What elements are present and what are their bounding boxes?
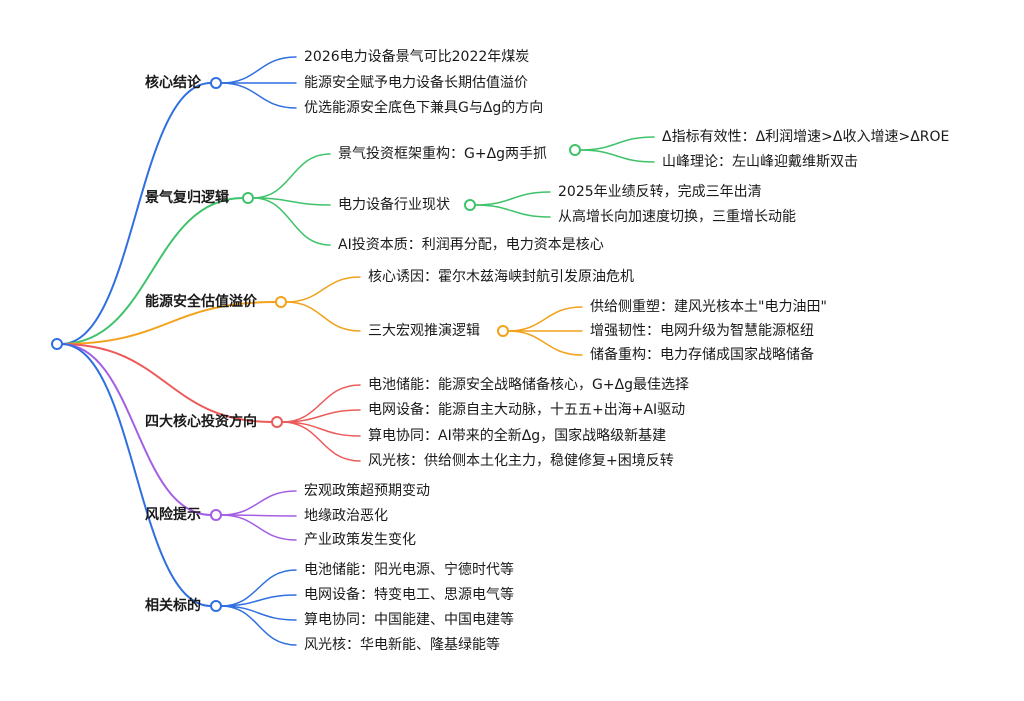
child-label-6-1: 电池储能：阳光电源、宁德时代等 xyxy=(304,562,514,578)
collapse-toggle-2-1[interactable] xyxy=(569,144,581,156)
child-connector-2-1 xyxy=(252,153,331,199)
child-connector-6-4 xyxy=(220,605,297,646)
grandchild-connector-3-2-3 xyxy=(507,330,583,356)
branch-label-5: 风险提示 xyxy=(145,507,201,523)
child-connector-4-1 xyxy=(281,384,361,423)
collapse-toggle-3[interactable] xyxy=(275,296,287,308)
branch-connector-4 xyxy=(60,343,273,423)
child-label-1-2: 能源安全赋予电力设备长期估值溢价 xyxy=(304,75,528,91)
child-connector-5-1 xyxy=(220,490,297,516)
child-connector-2-3 xyxy=(252,197,331,246)
branch-label-2: 景气复归逻辑 xyxy=(145,190,229,206)
branch-connector-2 xyxy=(60,197,244,345)
collapse-toggle-2-2[interactable] xyxy=(464,199,476,211)
child-connector-3-2 xyxy=(285,301,361,332)
child-label-1-3: 优选能源安全底色下兼具G与Δg的方向 xyxy=(304,100,544,116)
grandchild-label-3-2-3: 储备重构：电力存储成国家战略储备 xyxy=(590,347,814,363)
child-label-5-1: 宏观政策超预期变动 xyxy=(304,483,430,499)
grandchild-label-2-2-1: 2025年业绩反转，完成三年出清 xyxy=(558,184,762,200)
child-connector-1-1 xyxy=(220,56,297,84)
child-label-3-1: 核心诱因：霍尔木兹海峡封航引发原油危机 xyxy=(368,269,634,285)
grandchild-connector-2-1-1 xyxy=(579,136,655,151)
collapse-toggle-2[interactable] xyxy=(242,192,254,204)
root-node[interactable] xyxy=(51,338,63,350)
grandchild-label-2-1-2: 山峰理论：左山峰迎戴维斯双击 xyxy=(662,154,858,170)
child-label-2-2: 电力设备行业现状 xyxy=(338,197,450,213)
child-label-6-2: 电网设备：特变电工、思源电气等 xyxy=(304,587,514,603)
collapse-toggle-1[interactable] xyxy=(210,77,222,89)
grandchild-connector-3-2-1 xyxy=(507,306,583,332)
child-connector-4-4 xyxy=(281,421,361,462)
branch-connector-5 xyxy=(60,343,212,516)
grandchild-label-2-1-1: Δ指标有效性：Δ利润增速>Δ收入增速>ΔROE xyxy=(662,129,950,145)
child-connector-5-3 xyxy=(220,514,297,541)
child-connector-2-2 xyxy=(252,197,331,206)
child-label-4-4: 风光核：供给侧本土化主力，稳健修复+困境反转 xyxy=(368,453,674,469)
child-label-4-2: 电网设备：能源自主大动脉，十五五+出海+AI驱动 xyxy=(368,402,686,418)
branch-connector-3 xyxy=(60,301,277,345)
collapse-toggle-6[interactable] xyxy=(210,600,222,612)
grandchild-connector-2-2-1 xyxy=(474,191,551,206)
child-label-1-1: 2026电力设备景气可比2022年煤炭 xyxy=(304,49,530,65)
grandchild-label-3-2-2: 增强韧性：电网升级为智慧能源枢纽 xyxy=(590,323,814,339)
branch-label-1: 核心结论 xyxy=(145,75,201,91)
branch-label-6: 相关标的 xyxy=(145,598,201,614)
child-label-4-1: 电池储能：能源安全战略储备核心，G+Δg最佳选择 xyxy=(368,377,690,393)
child-label-3-2: 三大宏观推演逻辑 xyxy=(368,323,480,339)
child-label-6-4: 风光核：华电新能、隆基绿能等 xyxy=(304,637,500,653)
child-connector-3-1 xyxy=(285,276,361,303)
branch-label-3: 能源安全估值溢价 xyxy=(145,294,257,310)
child-connector-6-1 xyxy=(220,569,297,607)
grandchild-connector-2-1-2 xyxy=(579,149,655,163)
child-label-2-3: AI投资本质：利润再分配，电力资本是核心 xyxy=(338,237,604,253)
child-label-6-3: 算电协同：中国能建、中国电建等 xyxy=(304,612,514,628)
branch-label-4: 四大核心投资方向 xyxy=(145,414,257,430)
collapse-toggle-3-2[interactable] xyxy=(497,325,509,337)
branch-connector-1 xyxy=(60,82,212,345)
grandchild-label-2-2-2: 从高增长向加速度切换，三重增长动能 xyxy=(558,209,796,225)
child-label-2-1: 景气投资框架重构：G+Δg两手抓 xyxy=(338,146,548,162)
collapse-toggle-4[interactable] xyxy=(271,416,283,428)
child-label-5-3: 产业政策发生变化 xyxy=(304,532,416,548)
child-label-4-3: 算电协同：AI带来的全新Δg，国家战略级新基建 xyxy=(368,428,667,444)
child-label-5-2: 地缘政治恶化 xyxy=(304,508,388,524)
grandchild-label-3-2-1: 供给侧重塑：建风光核本土"电力油田" xyxy=(590,299,827,315)
collapse-toggle-5[interactable] xyxy=(210,509,222,521)
grandchild-connector-2-2-2 xyxy=(474,204,551,218)
child-connector-1-3 xyxy=(220,82,297,109)
branch-connector-6 xyxy=(60,343,212,607)
